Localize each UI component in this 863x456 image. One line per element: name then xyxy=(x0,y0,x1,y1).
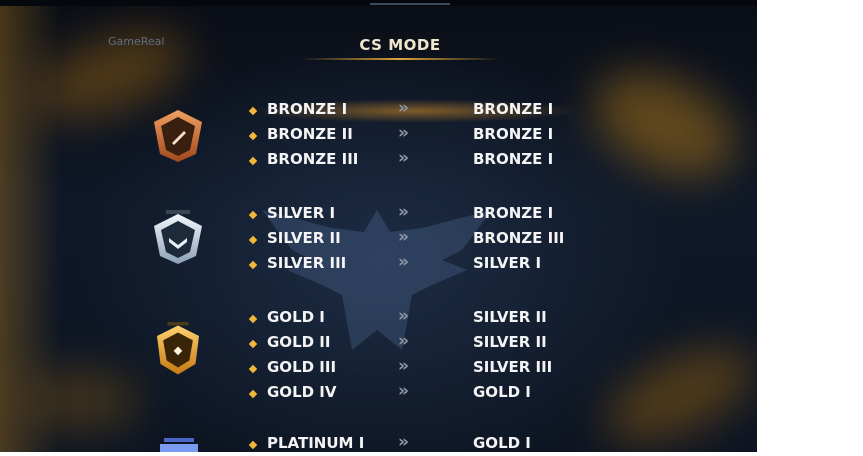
title-underline xyxy=(300,58,500,60)
current-rank: BRONZE III xyxy=(267,150,359,168)
light-streak xyxy=(20,370,140,430)
diamond-bullet-icon xyxy=(248,260,258,270)
rank-row: GOLD I » SILVER II xyxy=(248,306,608,330)
diamond-bullet-icon xyxy=(248,235,258,245)
diamond-bullet-icon xyxy=(248,106,258,116)
page-title: CS MODE xyxy=(359,36,441,54)
double-chevron-right-icon: » xyxy=(398,202,409,222)
reset-rank: BRONZE I xyxy=(473,204,554,222)
diamond-bullet-icon xyxy=(248,156,258,166)
double-chevron-right-icon: » xyxy=(398,98,409,118)
rank-row: GOLD II » SILVER II xyxy=(248,331,608,355)
current-rank: SILVER I xyxy=(267,204,336,222)
reset-rank: GOLD I xyxy=(473,434,531,452)
diamond-bullet-icon xyxy=(248,314,258,324)
double-chevron-right-icon: » xyxy=(398,381,409,401)
current-rank: BRONZE I xyxy=(267,100,348,118)
diamond-bullet-icon xyxy=(248,339,258,349)
diamond-bullet-icon xyxy=(248,364,258,374)
platinum-rank-icon xyxy=(160,438,198,452)
double-chevron-right-icon: » xyxy=(398,356,409,376)
double-chevron-right-icon: » xyxy=(398,252,409,272)
current-rank: SILVER III xyxy=(267,254,347,272)
reset-rank: GOLD I xyxy=(473,383,531,401)
rank-row: BRONZE III » BRONZE I xyxy=(248,148,608,172)
reset-rank: SILVER I xyxy=(473,254,542,272)
watermark: GameReal xyxy=(108,35,165,48)
reset-rank: SILVER III xyxy=(473,358,553,376)
rank-row: BRONZE I » BRONZE I xyxy=(248,98,608,122)
reset-rank: BRONZE I xyxy=(473,125,554,143)
double-chevron-right-icon: » xyxy=(398,123,409,143)
current-rank: GOLD I xyxy=(267,308,325,326)
top-notch xyxy=(370,3,450,5)
diamond-bullet-icon xyxy=(248,440,258,450)
diamond-bullet-icon xyxy=(248,210,258,220)
reset-rank: SILVER II xyxy=(473,308,547,326)
bronze-rank-icon xyxy=(154,110,202,162)
rank-row: PLATINUM I » GOLD I xyxy=(248,432,608,452)
rank-row: SILVER II » BRONZE III xyxy=(248,227,608,251)
double-chevron-right-icon: » xyxy=(398,306,409,326)
current-rank: PLATINUM I xyxy=(267,434,365,452)
game-screen: GameReal CS MODE xyxy=(0,0,757,452)
double-chevron-right-icon: » xyxy=(398,148,409,168)
current-rank: GOLD III xyxy=(267,358,337,376)
double-chevron-right-icon: » xyxy=(398,331,409,351)
diamond-bullet-icon xyxy=(248,131,258,141)
row-highlight xyxy=(250,99,580,123)
reset-rank: SILVER II xyxy=(473,333,547,351)
silver-rank-icon xyxy=(154,210,202,264)
rank-row: BRONZE II » BRONZE I xyxy=(248,123,608,147)
current-rank: GOLD II xyxy=(267,333,331,351)
rank-row: SILVER I » BRONZE I xyxy=(248,202,608,226)
eagle-emblem-icon xyxy=(262,210,492,350)
current-rank: BRONZE II xyxy=(267,125,353,143)
double-chevron-right-icon: » xyxy=(398,432,409,452)
reset-rank: BRONZE III xyxy=(473,229,565,247)
rank-row: SILVER III » SILVER I xyxy=(248,252,608,276)
current-rank: SILVER II xyxy=(267,229,341,247)
diamond-bullet-icon xyxy=(248,389,258,399)
reset-rank: BRONZE I xyxy=(473,100,554,118)
gold-rank-icon xyxy=(157,322,199,375)
reset-rank: BRONZE I xyxy=(473,150,554,168)
rank-row: GOLD III » SILVER III xyxy=(248,356,608,380)
current-rank: GOLD IV xyxy=(267,383,337,401)
rank-row: GOLD IV » GOLD I xyxy=(248,381,608,405)
double-chevron-right-icon: » xyxy=(398,227,409,247)
light-streak xyxy=(592,329,757,452)
